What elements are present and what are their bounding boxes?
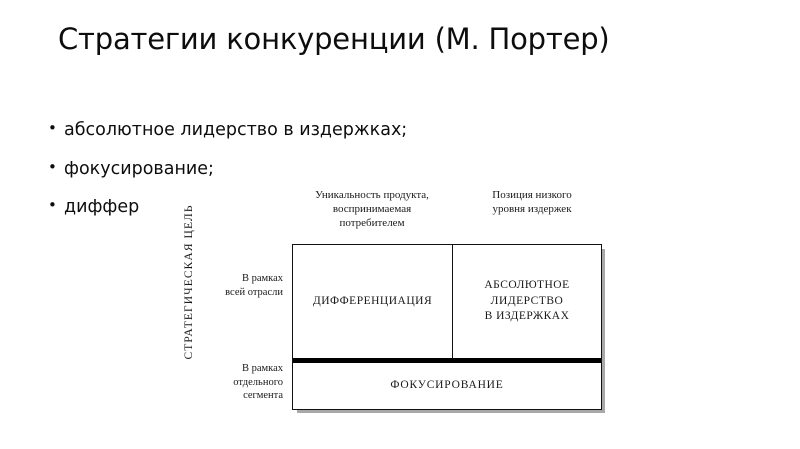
- matrix-horizontal-divider: [293, 358, 601, 363]
- diagram-column-header-low-cost: Позиция низкого уровня издержек: [492, 189, 572, 216]
- bullet-list: абсолютное лидерство в издержках; фокуси…: [48, 121, 748, 238]
- diagram-column-header-uniqueness: Уникальность продукта, воспринимаемая по…: [315, 189, 429, 230]
- porter-strategy-diagram: СТРАТЕГИЧЕСКАЯ ЦЕЛЬ Уникальность продукт…: [165, 186, 620, 424]
- matrix-cell-cost-leadership: АБСОЛЮТНОЕ ЛИДЕРСТВО В ИЗДЕРЖКАХ: [484, 279, 570, 323]
- list-item: фокусирование;: [48, 160, 748, 179]
- page-title: Стратегии конкуренции (М. Портер): [58, 22, 610, 56]
- diagram-row-label-whole-industry: В рамках всей отрасли: [225, 273, 283, 298]
- list-item: абсолютное лидерство в издержках;: [48, 121, 748, 140]
- matrix-cell-differentiation: ДИФФЕРЕНЦИАЦИЯ: [293, 245, 453, 358]
- diagram-matrix: ДИФФЕРЕНЦИАЦИЯ АБСОЛЮТНОЕ ЛИДЕРСТВО В ИЗ…: [292, 244, 602, 410]
- diagram-row-label-single-segment: В рамках отдельного сегмента: [233, 363, 283, 402]
- matrix-top-row: ДИФФЕРЕНЦИАЦИЯ АБСОЛЮТНОЕ ЛИДЕРСТВО В ИЗ…: [293, 245, 601, 358]
- matrix-bottom-row: ФОКУСИРОВАНИЕ: [293, 363, 601, 409]
- list-item: диффер: [48, 198, 748, 217]
- matrix-cell-focus: ФОКУСИРОВАНИЕ: [390, 379, 504, 392]
